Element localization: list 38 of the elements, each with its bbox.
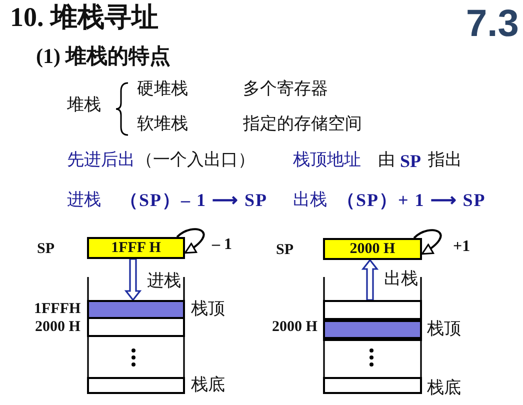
stack-bottom-label: 栈底: [427, 379, 461, 399]
register-name: SP: [37, 241, 55, 258]
operation-label: 出栈: [293, 191, 327, 211]
stack-cell: [323, 300, 422, 320]
rule-note: （一个入出口）: [136, 151, 255, 171]
register-box: 1FFF H: [87, 237, 185, 259]
rule-text: 先进后出: [67, 151, 135, 171]
type-label: 硬堆栈: [137, 80, 188, 100]
formula-text: （SP）+ 1 ⟶ SP: [337, 190, 486, 211]
operation-label: 进栈: [67, 191, 101, 211]
register-name: SP: [400, 151, 422, 172]
address-label: 2000 H: [35, 319, 80, 336]
stack-cell: [323, 318, 422, 341]
stack-cell: [323, 377, 422, 394]
loop-arrow: [176, 228, 205, 254]
register-name: SP: [276, 242, 294, 260]
category-label: 堆栈: [67, 96, 101, 116]
slide-title: 10. 堆栈寻址: [10, 2, 158, 34]
address-label: 1FFFH: [34, 301, 81, 318]
description-text: 指定的存储空间: [243, 115, 362, 135]
hollow-arrow: [361, 258, 379, 301]
type-label: 软堆栈: [137, 115, 188, 135]
rule-text: 由: [378, 151, 395, 171]
subheading: (1) 堆栈的特点: [36, 44, 171, 68]
hollow-arrow: [124, 258, 142, 302]
stack-cell: [87, 377, 185, 394]
address-label: 2000 H: [272, 319, 318, 336]
stack-cell: [87, 317, 185, 337]
description-text: 多个寄存器: [243, 80, 328, 100]
register-box: 2000 H: [323, 238, 422, 260]
stack-top-label: 栈顶: [427, 320, 461, 340]
loop-arrow: [413, 229, 442, 255]
rule-text: 栈顶地址: [293, 151, 361, 171]
rule-text: 指出: [428, 151, 462, 171]
stack-top-label: 栈顶: [191, 300, 225, 320]
section-number: 7.3: [466, 3, 519, 47]
stack-bottom-label: 栈底: [191, 376, 225, 396]
formula-text: （SP）– 1 ⟶ SP: [120, 190, 268, 211]
